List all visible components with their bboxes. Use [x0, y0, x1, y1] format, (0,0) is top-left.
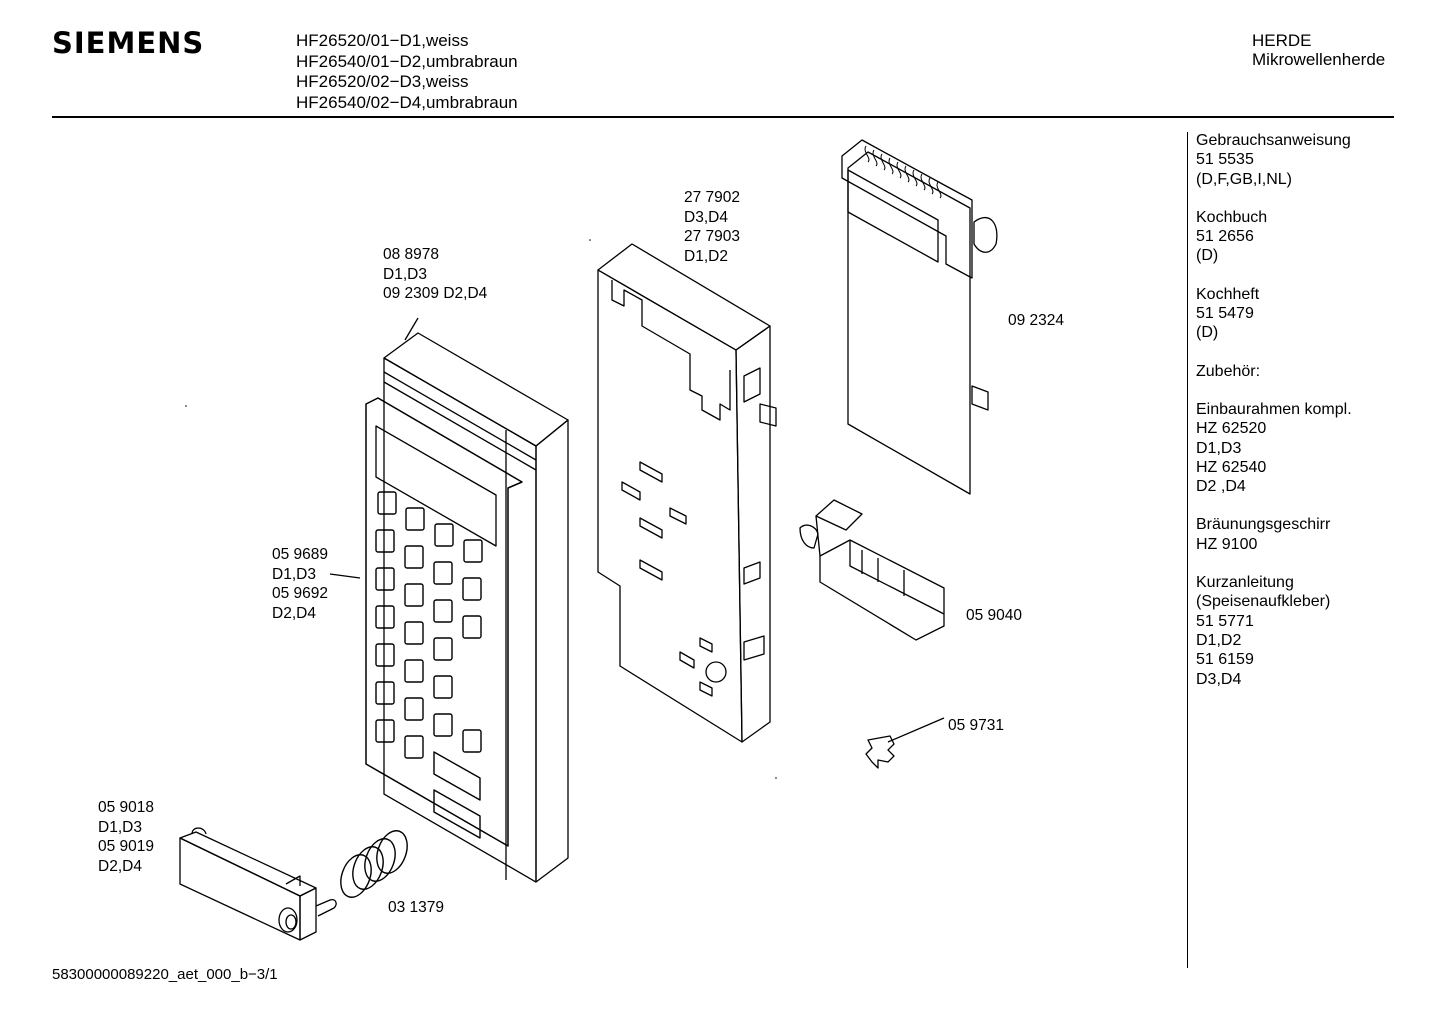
document-id: 58300000089220_aet_000_b−3/1 — [52, 966, 278, 983]
callout-pcb: 09 2324 — [1008, 311, 1064, 331]
sidebar-group-recipe-booklet: Kochheft 51 5479 (D) — [1196, 285, 1352, 343]
callout-line: D1,D2 — [684, 247, 728, 265]
callout-line: 05 9040 — [966, 607, 1023, 624]
compression-spring — [335, 827, 412, 902]
sidebar-line: HZ 62520 — [1196, 420, 1267, 438]
callout-line: 05 9692 — [272, 585, 329, 602]
callout-line: 05 9018 — [98, 799, 155, 816]
callout-spring: 03 1379 — [388, 898, 444, 918]
callout-line: D1,D3 — [383, 265, 427, 283]
callout-line: 08 8978 — [383, 246, 440, 263]
callout-line: 05 9731 — [948, 717, 1005, 734]
accessories-sidebar: Gebrauchsanweisung 51 5535 (D,F,GB,I,NL)… — [1196, 131, 1352, 708]
sidebar-line: Kurzanleitung — [1196, 574, 1294, 592]
leader-line — [405, 318, 418, 340]
sidebar-group-cookbook: Kochbuch 51 2656 (D) — [1196, 208, 1352, 266]
callout-foil: 05 9689 D1,D3 05 9692 D2,D4 — [272, 545, 328, 623]
sidebar-line: 51 2656 — [1196, 228, 1254, 246]
sidebar-line: (D) — [1196, 247, 1219, 265]
callout-line: 27 7903 — [684, 228, 741, 245]
door-latch — [800, 500, 944, 640]
keypad-foil — [330, 398, 522, 846]
sidebar-line: 51 6159 — [1196, 651, 1254, 669]
sidebar-line: 51 5771 — [1196, 612, 1254, 630]
model-line: HF26520/02−D3,weiss — [296, 72, 469, 91]
category-line: Mikrowellenherde — [1252, 50, 1386, 69]
front-panel-frame — [384, 318, 568, 882]
display-pcb — [842, 140, 997, 494]
model-line: HF26520/01−D1,weiss — [296, 31, 469, 50]
keypad-keys — [376, 492, 482, 838]
sidebar-divider — [1187, 132, 1188, 968]
callout-housing: 27 7902 D3,D4 27 7903 D1,D2 — [684, 188, 740, 266]
callout-panel-frame: 08 8978 D1,D3 09 2309 D2,D4 — [383, 245, 487, 304]
sidebar-line: Kochheft — [1196, 285, 1260, 303]
stray-dot — [589, 239, 591, 241]
door-release-button — [180, 828, 336, 940]
sidebar-line: D1,D2 — [1196, 631, 1242, 649]
callout-line: 09 2324 — [1008, 312, 1065, 329]
sidebar-line: D1,D3 — [1196, 439, 1242, 457]
sidebar-line: Bräunungsgeschirr — [1196, 516, 1331, 534]
callout-clip: 05 9731 — [948, 716, 1004, 736]
electronics-housing — [598, 244, 776, 742]
housing-slots — [622, 462, 726, 696]
callout-line: D2,D4 — [98, 857, 142, 875]
model-line: HF26540/01−D2,umbrabraun — [296, 51, 518, 71]
model-list: HF26520/01−D1,weiss HF26540/01−D2,umbrab… — [296, 31, 518, 113]
sidebar-group-accessories: Zubehör: — [1196, 362, 1352, 381]
brand-logo: SIEMENS — [52, 26, 205, 60]
stray-dot — [775, 777, 777, 779]
callout-line: D1,D3 — [272, 565, 316, 583]
sidebar-line: HZ 62540 — [1196, 458, 1267, 476]
category-label: HERDE Mikrowellenherde — [1252, 31, 1385, 69]
sidebar-line: D2 ,D4 — [1196, 478, 1246, 496]
sidebar-line: Kochbuch — [1196, 208, 1268, 226]
header-divider — [52, 116, 1394, 118]
callout-line: 05 9689 — [272, 546, 329, 563]
model-line: HF26540/02−D4,umbrabraun — [296, 92, 518, 112]
sidebar-line: 51 5479 — [1196, 305, 1254, 323]
sidebar-line: Einbaurahmen kompl. — [1196, 400, 1352, 418]
sidebar-group-manual: Gebrauchsanweisung 51 5535 (D,F,GB,I,NL) — [1196, 131, 1352, 189]
callout-line: D1,D3 — [98, 818, 142, 836]
sidebar-line: (D,F,GB,I,NL) — [1196, 170, 1293, 188]
stray-dot — [185, 405, 187, 407]
sidebar-line: (D) — [1196, 324, 1219, 342]
sidebar-group-quick-guide: Kurzanleitung (Speisenaufkleber) 51 5771… — [1196, 573, 1352, 689]
display-window — [376, 426, 496, 546]
sidebar-line: Zubehör: — [1196, 362, 1261, 380]
callout-line: D3,D4 — [684, 208, 728, 226]
callout-line: 03 1379 — [388, 899, 445, 916]
callout-line: 09 2309 D2,D4 — [383, 285, 488, 302]
sidebar-group-browning-dish: Bräunungsgeschirr HZ 9100 — [1196, 515, 1352, 554]
sidebar-line: 51 5535 — [1196, 151, 1254, 169]
spring-clip — [866, 718, 944, 768]
sidebar-line: D3,D4 — [1196, 670, 1242, 688]
sidebar-line: HZ 9100 — [1196, 535, 1258, 553]
callout-line: D2,D4 — [272, 604, 316, 622]
callout-latch: 05 9040 — [966, 606, 1022, 626]
callout-line: 27 7902 — [684, 189, 741, 206]
category-line: HERDE — [1252, 31, 1312, 50]
callout-line: 05 9019 — [98, 838, 155, 855]
pcb-connector-pins — [865, 146, 941, 198]
leader-line — [888, 718, 944, 742]
leader-line — [330, 574, 360, 578]
callout-button: 05 9018 D1,D3 05 9019 D2,D4 — [98, 798, 154, 876]
sidebar-line: Gebrauchsanweisung — [1196, 132, 1351, 149]
sidebar-line: (Speisenaufkleber) — [1196, 593, 1331, 611]
sidebar-group-installation-frame: Einbaurahmen kompl. HZ 62520 D1,D3 HZ 62… — [1196, 400, 1352, 496]
